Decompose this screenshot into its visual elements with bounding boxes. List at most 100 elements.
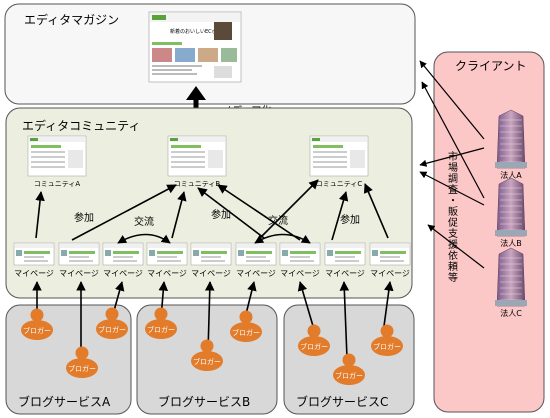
mypage-line <box>157 256 177 258</box>
mypage-item: マイページ <box>369 242 411 278</box>
client-action-char: 依 <box>448 249 458 262</box>
client-arrows <box>419 60 485 269</box>
blogger-head <box>200 339 214 353</box>
blogger-head <box>307 324 321 338</box>
blogger-label: ブロガー <box>373 342 401 351</box>
building-shape <box>496 247 526 307</box>
thumb-line <box>31 151 65 153</box>
blogger-body <box>66 358 98 378</box>
mypage-row: マイページマイページマイページマイページマイページマイページマイページマイページ… <box>13 242 411 278</box>
client-action-char: 等 <box>448 271 458 284</box>
mypage-bar <box>201 251 227 254</box>
exchange-arc-1 <box>117 233 171 244</box>
client-action-char: 支 <box>448 228 458 240</box>
blogger-head <box>30 308 44 322</box>
blogger-body <box>96 319 128 339</box>
mypage-label: マイページ <box>191 269 231 278</box>
thumb-header <box>169 137 225 142</box>
blogger-body <box>371 336 403 356</box>
blogger-icon: ブロガー <box>371 324 403 356</box>
thumb-logo <box>170 138 178 141</box>
mypage-line <box>335 260 359 262</box>
mypage-line <box>290 260 314 262</box>
mypage-line <box>113 260 137 262</box>
mypage-avatar <box>238 250 244 256</box>
building-base <box>495 300 527 306</box>
mypage-bar <box>380 251 406 254</box>
client-action-char: 頼 <box>448 261 458 273</box>
mypage-item: マイページ <box>324 242 366 278</box>
corporation-building-icon: 法人A <box>495 109 527 180</box>
blogger-head <box>239 310 253 324</box>
blogger-head <box>75 346 89 360</box>
community-item: コミュニティA <box>27 135 87 188</box>
mypage-avatar <box>193 250 199 256</box>
blogger-label: ブロガー <box>98 325 126 334</box>
mypage-line <box>246 260 270 262</box>
mypage-line <box>69 260 93 262</box>
community-name: コミュニティB <box>174 180 221 188</box>
mypage-line <box>157 260 181 262</box>
mypage-label: マイページ <box>370 269 410 278</box>
mypage-bar <box>335 251 361 254</box>
blogger-icon: ブロガー <box>145 307 177 339</box>
building-base <box>495 162 527 168</box>
blogger-group: ブロガーブロガーブロガーブロガーブロガーブロガーブロガーブロガーブロガー <box>21 307 403 385</box>
community-name: コミュニティA <box>34 180 81 188</box>
mypage-header <box>148 244 186 248</box>
blogger-head <box>105 307 119 321</box>
mypage-avatar <box>282 250 288 256</box>
mypage-bar <box>24 251 50 254</box>
thumb-side <box>208 150 223 168</box>
blog-service-b-label: ブログサービスB <box>158 394 250 409</box>
thumb-line <box>313 166 347 168</box>
thumb-line <box>171 161 205 163</box>
blogger-label: ブロガー <box>335 371 363 380</box>
thumb-side <box>68 150 83 168</box>
thumb-bar <box>31 145 61 148</box>
mypage-line <box>201 260 225 262</box>
blogger-icon: ブロガー <box>191 339 223 371</box>
blogger-head <box>380 324 394 338</box>
mypage-item: マイページ <box>58 242 100 278</box>
mypage-line <box>335 256 355 258</box>
mypage-header <box>326 244 364 248</box>
mypage-avatar <box>61 250 67 256</box>
magazine-site-caption: 新着のおいしいECポータル <box>170 28 232 35</box>
building-shape <box>496 109 526 169</box>
mypage-header <box>371 244 409 248</box>
mypage-label: マイページ <box>14 269 54 278</box>
magazine-site-thumbnail: 新着のおいしいECポータル <box>148 11 242 83</box>
mypage-header <box>15 244 53 248</box>
mypage-item: マイページ <box>102 242 144 278</box>
blogger-body <box>333 365 365 385</box>
mypage-header <box>104 244 142 248</box>
blogger-label: ブロガー <box>300 342 328 351</box>
client-action-char: 場 <box>448 161 458 174</box>
client-action-char: 促 <box>448 216 458 229</box>
mypage-line <box>380 256 400 258</box>
mypage-item: マイページ <box>235 242 277 278</box>
mypage-avatar <box>105 250 111 256</box>
mypage-line <box>201 256 221 258</box>
thumb-line <box>31 156 65 158</box>
thumb-line <box>313 151 347 153</box>
thumb-line <box>171 151 205 153</box>
blogger-icon: ブロガー <box>96 307 128 339</box>
blogger-label: ブロガー <box>23 326 51 335</box>
mypage-avatar <box>372 250 378 256</box>
mypage-avatar <box>149 250 155 256</box>
client-action-char: 調 <box>448 172 458 185</box>
mypage-header <box>60 244 98 248</box>
building-base <box>495 230 527 236</box>
client-action-char: 販 <box>448 206 458 218</box>
mypage-line <box>290 256 310 258</box>
thumb-bar <box>313 145 343 148</box>
corporation-label: 法人B <box>500 238 522 248</box>
mypage-line <box>24 260 48 262</box>
mypage-line <box>380 260 404 262</box>
blog-service-c-label: ブログサービスC <box>296 394 388 409</box>
mypage-item: マイページ <box>146 242 188 278</box>
